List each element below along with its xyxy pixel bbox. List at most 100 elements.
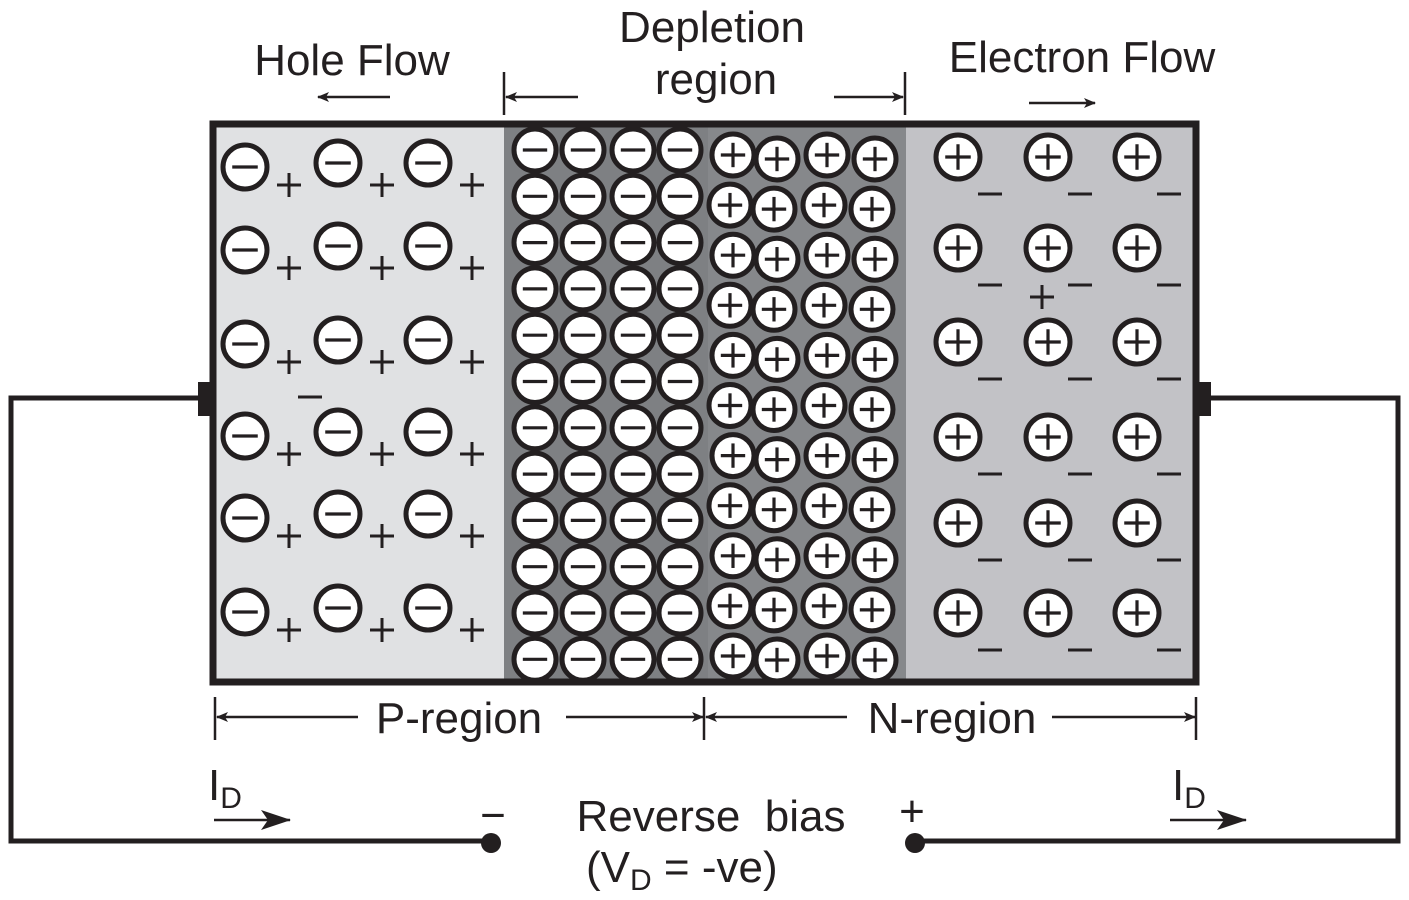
negative-ion-icon xyxy=(656,589,704,637)
hole-carrier-icon xyxy=(460,618,484,642)
positive-ion-icon xyxy=(753,235,801,283)
negative-ion-icon xyxy=(609,543,657,591)
negative-ion-icon xyxy=(403,407,453,457)
positive-ion-icon xyxy=(933,132,983,182)
negative-ion-icon xyxy=(559,126,607,174)
positive-ion-icon xyxy=(753,436,801,484)
positive-ion-icon xyxy=(1023,498,1073,548)
negative-ion-icon xyxy=(656,543,704,591)
hole-carrier-icon xyxy=(277,256,301,280)
negative-ion-icon xyxy=(656,265,704,313)
negative-ion-icon xyxy=(511,219,559,267)
positive-ion-icon xyxy=(1112,223,1162,273)
hole-carrier-icon xyxy=(460,256,484,280)
negative-ion-icon xyxy=(403,315,453,365)
positive-ion-icon xyxy=(750,586,798,634)
positive-ion-icon xyxy=(1112,412,1162,462)
negative-ion-icon xyxy=(511,358,559,405)
positive-ion-icon xyxy=(851,436,899,484)
right-circuit-wire xyxy=(915,395,1401,844)
positive-terminal-dot xyxy=(905,833,925,853)
positive-ion-icon xyxy=(1112,132,1162,182)
negative-ion-icon xyxy=(656,450,704,498)
electron-flow-label: Electron Flow xyxy=(949,33,1216,82)
negative-ion-icon xyxy=(559,450,607,498)
negative-ion-icon xyxy=(559,311,607,359)
negative-ion-icon xyxy=(313,221,363,271)
negative-ion-icon xyxy=(609,450,657,498)
hole-carrier-icon xyxy=(370,524,394,548)
negative-ion-icon xyxy=(656,172,704,220)
negative-ion-icon xyxy=(313,315,363,365)
hole-carrier-icon xyxy=(370,442,394,466)
negative-ion-icon xyxy=(559,404,607,452)
positive-ion-icon xyxy=(800,281,848,329)
negative-ion-icon xyxy=(559,219,607,267)
negative-terminal-dot xyxy=(481,833,501,853)
positive-ion-icon xyxy=(848,285,896,333)
hole-carrier-icon xyxy=(460,173,484,197)
negative-ion-icon xyxy=(609,126,657,174)
positive-ion-icon xyxy=(851,335,899,383)
negative-ion-icon xyxy=(559,172,607,220)
negative-ion-icon xyxy=(511,404,559,452)
positive-ion-icon xyxy=(753,536,801,584)
positive-ion-icon xyxy=(851,135,899,183)
negative-ion-icon xyxy=(559,635,607,683)
negative-ion-icon xyxy=(403,138,453,188)
negative-ion-icon xyxy=(559,265,607,313)
current-right-label: ID xyxy=(1172,761,1206,815)
positive-ion-icon xyxy=(803,532,851,580)
hole-carrier-icon xyxy=(1030,285,1054,309)
positive-ion-icon xyxy=(706,482,754,530)
negative-ion-icon xyxy=(609,496,657,544)
positive-ion-icon xyxy=(933,498,983,548)
negative-ion-icon xyxy=(511,543,559,591)
negative-ion-icon xyxy=(559,589,607,637)
depletion-label-line2: region xyxy=(655,55,777,104)
positive-ion-icon xyxy=(1112,317,1162,367)
positive-ion-icon xyxy=(709,532,757,580)
positive-ion-icon xyxy=(709,432,757,480)
negative-ion-icon xyxy=(511,126,559,174)
hole-carrier-icon xyxy=(370,256,394,280)
n-region-charges xyxy=(933,132,1181,652)
negative-ion-icon xyxy=(511,311,559,359)
hole-carrier-icon xyxy=(277,442,301,466)
p-region-charges xyxy=(220,138,484,642)
negative-ion-icon xyxy=(220,411,270,461)
negative-ion-icon xyxy=(403,583,453,633)
positive-ion-icon xyxy=(800,582,848,630)
negative-ion-icon xyxy=(313,583,363,633)
positive-ion-icon xyxy=(851,636,899,684)
negative-ion-icon xyxy=(609,589,657,637)
negative-ion-icon xyxy=(656,219,704,267)
positive-ion-icon xyxy=(709,331,757,379)
positive-ion-icon xyxy=(803,632,851,680)
hole-carrier-icon xyxy=(460,350,484,374)
depletion-label-line1: Depletion xyxy=(619,3,805,52)
negative-ion-icon xyxy=(313,489,363,539)
positive-ion-icon xyxy=(933,588,983,638)
positive-ion-icon xyxy=(753,135,801,183)
negative-ion-icon xyxy=(511,265,559,313)
hole-flow-label: Hole Flow xyxy=(254,36,450,85)
positive-ion-icon xyxy=(709,131,757,179)
positive-ion-icon xyxy=(803,131,851,179)
negative-ion-icon xyxy=(609,404,657,452)
negative-ion-icon xyxy=(403,221,453,271)
depletion-positive-ions xyxy=(706,131,899,684)
positive-ion-icon xyxy=(706,582,754,630)
p-region-background xyxy=(213,124,504,680)
positive-ion-icon xyxy=(750,386,798,433)
positive-ion-icon xyxy=(1023,412,1073,462)
hole-carrier-icon xyxy=(370,173,394,197)
left-circuit-wire xyxy=(8,395,491,844)
negative-ion-icon xyxy=(220,319,270,369)
negative-ion-icon xyxy=(511,172,559,220)
left-terminal xyxy=(198,382,212,416)
positive-ion-icon xyxy=(1023,223,1073,273)
n-region-background xyxy=(906,124,1196,680)
negative-ion-icon xyxy=(656,126,704,174)
